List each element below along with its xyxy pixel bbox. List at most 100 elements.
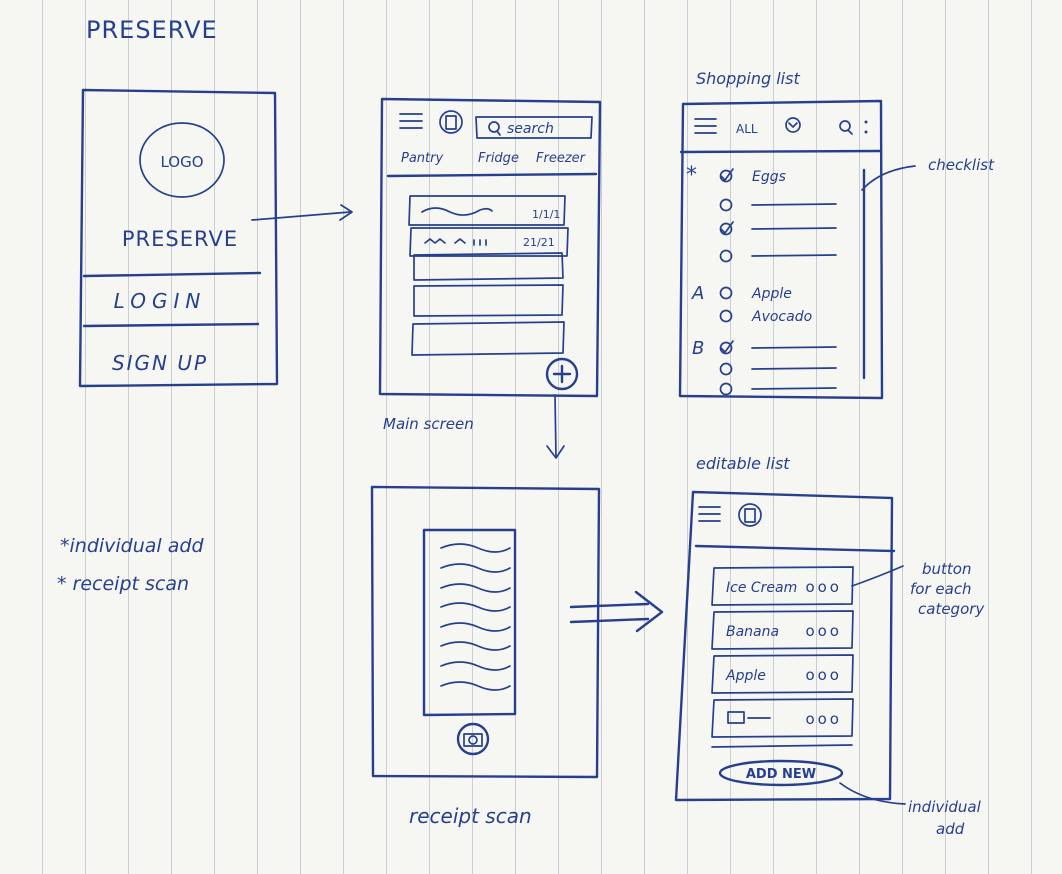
chevron-down-icon[interactable] <box>785 117 801 133</box>
check-icon <box>720 168 734 181</box>
callout-add: individual add <box>908 798 986 838</box>
list-item[interactable]: 1/1/1 <box>408 195 566 226</box>
checklist-item[interactable] <box>719 249 837 263</box>
checkbox[interactable] <box>719 249 733 263</box>
category-action-button[interactable]: ooo <box>805 622 842 640</box>
section-letter: B <box>692 338 704 359</box>
callout-button-line-1: button <box>922 560 971 578</box>
arrow-login-to-main <box>251 204 353 221</box>
checkbox[interactable] <box>719 309 733 323</box>
note-receipt-scan: * receipt scan <box>57 573 189 595</box>
placeholder-line <box>751 367 837 370</box>
logo-label: LOGO <box>160 153 203 171</box>
category-row-box <box>711 698 854 738</box>
tab-fridge[interactable]: Fridge <box>478 151 519 166</box>
search-icon <box>488 121 500 133</box>
login-screen: LOGO PRESERVE LOGIN SIGN UP <box>78 88 279 388</box>
category-label: Banana <box>726 624 779 640</box>
category-row[interactable]: Banana ooo <box>711 610 854 650</box>
list-item[interactable] <box>413 284 564 317</box>
callout-add-line-2: add <box>936 820 965 838</box>
category-row-box <box>711 654 854 694</box>
home-icon[interactable] <box>738 503 762 527</box>
menu-icon[interactable] <box>399 113 423 129</box>
placeholder-line <box>751 254 837 257</box>
category-icon <box>727 711 745 724</box>
category-action-button[interactable]: ooo <box>805 578 842 596</box>
camera-icon[interactable] <box>456 722 490 756</box>
checklist-item[interactable]: B <box>692 338 837 359</box>
category-action-button[interactable]: ooo <box>805 666 842 684</box>
checklist-item-label: Apple <box>751 286 792 302</box>
login-divider-top <box>82 271 262 278</box>
list-item[interactable] <box>411 321 565 356</box>
section-letter: * <box>686 163 697 188</box>
checkbox[interactable] <box>719 286 733 300</box>
list-item[interactable] <box>413 252 564 281</box>
checkbox[interactable] <box>719 198 733 212</box>
category-row[interactable]: Ice Cream ooo <box>711 566 854 606</box>
home-icon[interactable] <box>439 110 463 134</box>
row-date: 1/1/1 <box>532 208 560 221</box>
category-label: Apple <box>725 668 766 684</box>
category-row[interactable]: Apple ooo <box>711 654 854 694</box>
logo-circle <box>139 122 225 198</box>
editable-list-caption: editable list <box>696 454 790 473</box>
shopping-list-caption: Shopping list <box>696 69 800 88</box>
placeholder-line <box>751 387 837 390</box>
checkbox[interactable] <box>719 382 733 396</box>
callout-button: button for each category <box>910 560 985 618</box>
note-individual-add: *individual add <box>60 535 204 557</box>
receipt-scan-caption: receipt scan <box>409 804 532 828</box>
header-divider <box>694 544 896 553</box>
checklist-item[interactable]: A Apple <box>691 283 792 304</box>
signup-button[interactable]: SIGN UP <box>112 351 208 375</box>
category-label: Ice Cream <box>726 580 797 596</box>
plus-icon[interactable] <box>545 357 579 391</box>
section-letter: A <box>691 283 704 304</box>
list-item[interactable]: 21/21 <box>409 227 569 257</box>
more-vert-icon[interactable] <box>864 120 868 134</box>
add-new-button[interactable]: ADD NEW <box>718 759 844 787</box>
tab-pantry[interactable]: Pantry <box>401 151 443 166</box>
login-divider-bottom <box>82 322 260 328</box>
page-title: PRESERVE <box>86 16 218 44</box>
checklist-item[interactable]: *Eggs <box>686 163 786 188</box>
login-screen-frame <box>78 88 279 388</box>
filter-label[interactable]: ALL <box>736 122 758 136</box>
shopping-list-screen: ALL <box>678 99 884 400</box>
checklist-item[interactable] <box>719 198 837 212</box>
main-screen: search Pantry Fridge Freezer 1/1/1 21/21 <box>378 97 602 398</box>
receipt-screen-frame <box>370 485 601 779</box>
placeholder-line <box>751 346 837 349</box>
callout-button-line-2: for each <box>910 580 972 598</box>
category-row[interactable]: ooo <box>711 698 854 738</box>
checkbox[interactable] <box>719 362 733 376</box>
menu-icon[interactable] <box>694 118 717 134</box>
checklist-item[interactable]: Avocado <box>719 309 813 325</box>
search-box[interactable] <box>475 116 593 139</box>
category-row-box <box>711 566 854 606</box>
check-icon <box>720 221 734 234</box>
menu-icon[interactable] <box>698 506 721 522</box>
row-date: 21/21 <box>523 236 555 249</box>
arrow-main-to-receipt <box>546 394 565 459</box>
callout-checklist: checklist <box>928 156 995 174</box>
checklist-item[interactable] <box>719 362 837 376</box>
search-icon[interactable] <box>839 120 851 132</box>
tab-freezer[interactable]: Freezer <box>536 151 587 166</box>
category-action-button[interactable]: ooo <box>805 710 842 728</box>
login-button[interactable]: LOGIN <box>114 289 207 313</box>
button-callout: button for each category <box>851 560 985 618</box>
add-callout: individual add <box>839 782 986 838</box>
checklist-item[interactable] <box>719 221 837 236</box>
shopping-list-frame <box>678 99 884 400</box>
receipt-scan-screen <box>370 485 601 779</box>
callout-button-line-3: category <box>918 600 985 618</box>
receipt-lines <box>440 543 511 691</box>
check-icon <box>720 340 734 353</box>
checklist-item[interactable] <box>719 382 837 396</box>
